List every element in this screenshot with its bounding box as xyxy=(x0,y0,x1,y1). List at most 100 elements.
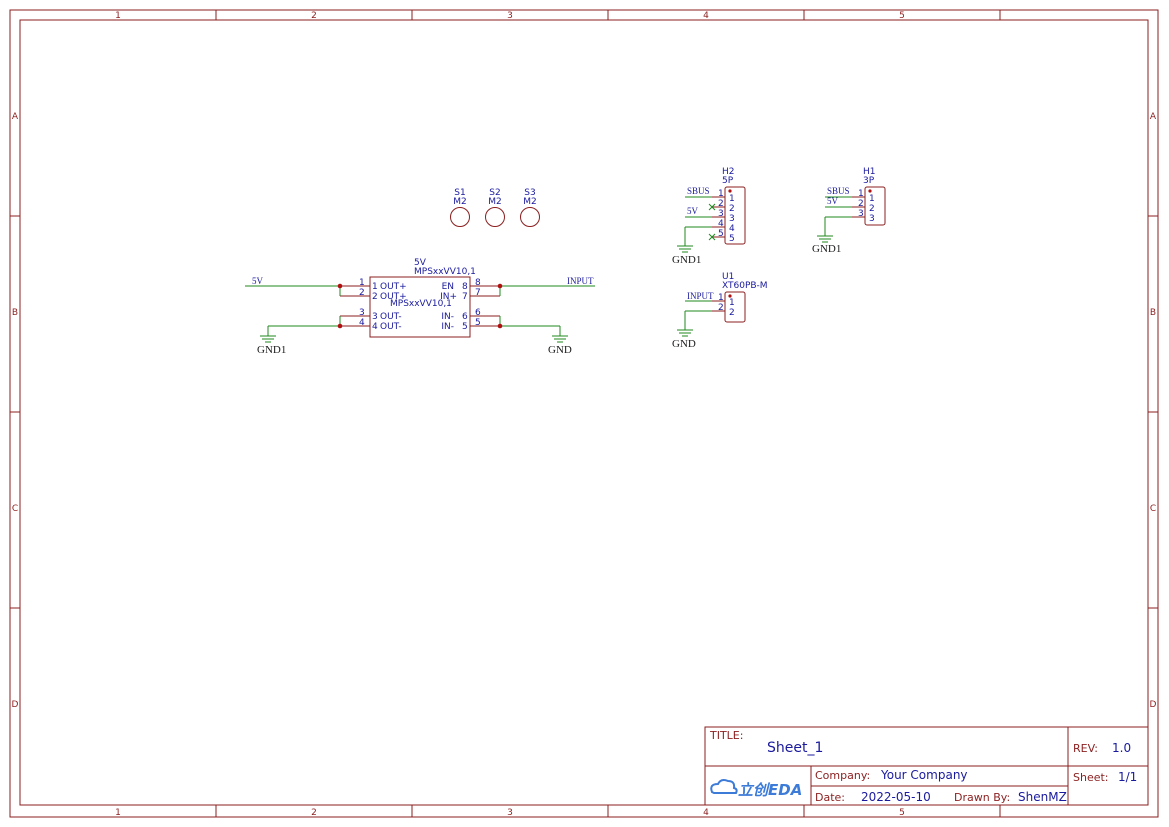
u1-wiring xyxy=(677,300,712,337)
row-label-right-c: C xyxy=(1150,504,1156,514)
s3-hole-circle xyxy=(520,207,540,227)
company-label: Company: xyxy=(815,769,870,782)
h2-value: 5P xyxy=(722,176,734,186)
mounting-hole-s1[interactable]: S1 M2 xyxy=(450,188,470,227)
col-label-bottom-4: 4 xyxy=(703,808,709,818)
col-label-top-5: 5 xyxy=(899,11,905,21)
net-label-mps-gnd1: GND1 xyxy=(257,344,286,356)
h1-pin-3-num-inner: 3 xyxy=(869,214,875,224)
h1-designator: H1 xyxy=(863,167,876,177)
cloud-icon xyxy=(710,779,738,794)
h2-pin-1-num-outer: 1 xyxy=(718,189,724,199)
col-label-bottom-5: 5 xyxy=(899,808,905,818)
h1-body xyxy=(864,186,886,226)
sheet-title: Sheet_1 xyxy=(767,740,823,756)
mps-pin-8-name: EN xyxy=(442,282,454,292)
net-label-h2-5v: 5V xyxy=(687,206,699,216)
net-label-mps-input: INPUT xyxy=(567,276,594,286)
h1-pin-2-num-inner: 2 xyxy=(869,204,875,214)
mps-pin-6-num-outer: 6 xyxy=(475,308,481,318)
h2-pin-1-num-inner: 1 xyxy=(729,194,735,204)
connector-h1[interactable]: H1 3P 1 2 3 1 2 3 xyxy=(852,167,886,226)
net-label-mps-gnd: GND xyxy=(548,344,572,356)
h1-pin-2-num-outer: 2 xyxy=(858,199,864,209)
mps-pin-7-num-outer: 7 xyxy=(475,288,481,298)
junction-mps-pin1 xyxy=(337,283,343,289)
mounting-hole-s2[interactable]: S2 M2 xyxy=(485,188,505,227)
mps-pin-4-num-outer: 4 xyxy=(359,318,365,328)
mps-designator: 5V xyxy=(414,258,427,268)
net-label-h2-gnd1: GND1 xyxy=(672,254,701,266)
date-value: 2022-05-10 xyxy=(861,790,931,804)
mps-pin-8-num-inner: 8 xyxy=(462,282,468,292)
h2-body xyxy=(724,186,746,245)
h1-pin-1-num-outer: 1 xyxy=(858,189,864,199)
mounting-hole-s3[interactable]: S3 M2 xyxy=(520,188,540,227)
net-label-h2-sbus: SBUS xyxy=(687,186,710,196)
rev-label: REV: xyxy=(1073,742,1098,755)
h2-pin-5-num-inner: 5 xyxy=(729,234,735,244)
lceda-logo: 立创EDA xyxy=(710,779,802,799)
h2-wiring xyxy=(677,196,716,253)
s1-hole-circle xyxy=(450,207,470,227)
mps-pin-4-name: OUT- xyxy=(380,322,402,332)
h1-pin1-marker xyxy=(868,189,872,193)
mps-value: MPSxxVV10,1 xyxy=(414,267,476,277)
h1-value: 3P xyxy=(863,176,875,186)
mps-pin-6-name: IN- xyxy=(441,312,454,322)
h2-pin1-marker xyxy=(728,189,732,193)
mps-pin-3-name: OUT- xyxy=(380,312,402,322)
net-label-u1-input: INPUT xyxy=(687,291,714,301)
col-label-top-3: 3 xyxy=(507,11,513,21)
junction-mps-pin5 xyxy=(497,323,503,329)
s2-value: M2 xyxy=(488,197,502,207)
connector-u1[interactable]: U1 XT60PB-M 1 2 1 2 xyxy=(712,272,768,323)
h2-pin-2-num-outer: 2 xyxy=(718,199,724,209)
net-label-h1-sbus: SBUS xyxy=(827,186,850,196)
net-label-h1-gnd1: GND1 xyxy=(812,243,841,255)
s3-value: M2 xyxy=(523,197,537,207)
h1-pin-3-num-outer: 3 xyxy=(858,209,864,219)
sheet-value: 1/1 xyxy=(1118,770,1137,784)
inner-frame xyxy=(19,19,1149,806)
mps-pin-7-num-inner: 7 xyxy=(462,292,468,302)
col-label-top-2: 2 xyxy=(311,11,317,21)
h2-designator: H2 xyxy=(722,167,735,177)
mps-pin-2-num-outer: 2 xyxy=(359,288,365,298)
s1-designator: S1 xyxy=(454,188,465,198)
u1-pin-2-num-inner: 2 xyxy=(729,308,735,318)
col-label-bottom-1: 1 xyxy=(115,808,121,818)
mps-pin-7-name: IN+ xyxy=(440,292,457,302)
mps-pin-2-name: OUT+ xyxy=(380,292,407,302)
junction-mps-pin8 xyxy=(497,283,503,289)
mps-pin-5-num-inner: 5 xyxy=(462,322,468,332)
mps-pin-6-num-inner: 6 xyxy=(462,312,468,322)
s1-value: M2 xyxy=(453,197,467,207)
date-label: Date: xyxy=(815,791,845,804)
mps-body-label: MPSxxVV10,1 xyxy=(390,299,452,309)
mps-module[interactable]: 5V MPSxxVV10,1 MPSxxVV10,1 1 2 3 4 1 2 3… xyxy=(340,258,500,338)
mps-pin-5-num-outer: 5 xyxy=(475,318,481,328)
h2-pin-3-num-inner: 3 xyxy=(729,214,735,224)
sheet-label: Sheet: xyxy=(1073,771,1109,784)
u1-pin-2-num-outer: 2 xyxy=(718,303,724,313)
u1-pin1-marker xyxy=(728,294,732,298)
h2-pin-3-num-outer: 3 xyxy=(718,209,724,219)
h1-pin-1-num-inner: 1 xyxy=(869,194,875,204)
column-dividers xyxy=(10,10,1158,817)
s3-designator: S3 xyxy=(524,188,535,198)
title-label: TITLE: xyxy=(709,729,743,742)
row-label-left-c: C xyxy=(12,504,18,514)
mps-pin-5-name: IN- xyxy=(441,322,454,332)
row-label-right-d: D xyxy=(1150,700,1157,710)
col-label-bottom-2: 2 xyxy=(311,808,317,818)
u1-designator: U1 xyxy=(722,272,734,282)
h1-wiring xyxy=(817,196,852,243)
h2-pin-2-num-inner: 2 xyxy=(729,204,735,214)
col-label-top-4: 4 xyxy=(703,11,709,21)
col-label-top-1: 1 xyxy=(115,11,121,21)
connector-h2[interactable]: H2 5P 1 2 3 4 5 1 2 3 4 5 xyxy=(712,167,746,245)
h2-pin-4-num-outer: 4 xyxy=(718,219,724,229)
rev-value: 1.0 xyxy=(1112,741,1131,755)
mps-pin-1-num-outer: 1 xyxy=(359,278,365,288)
